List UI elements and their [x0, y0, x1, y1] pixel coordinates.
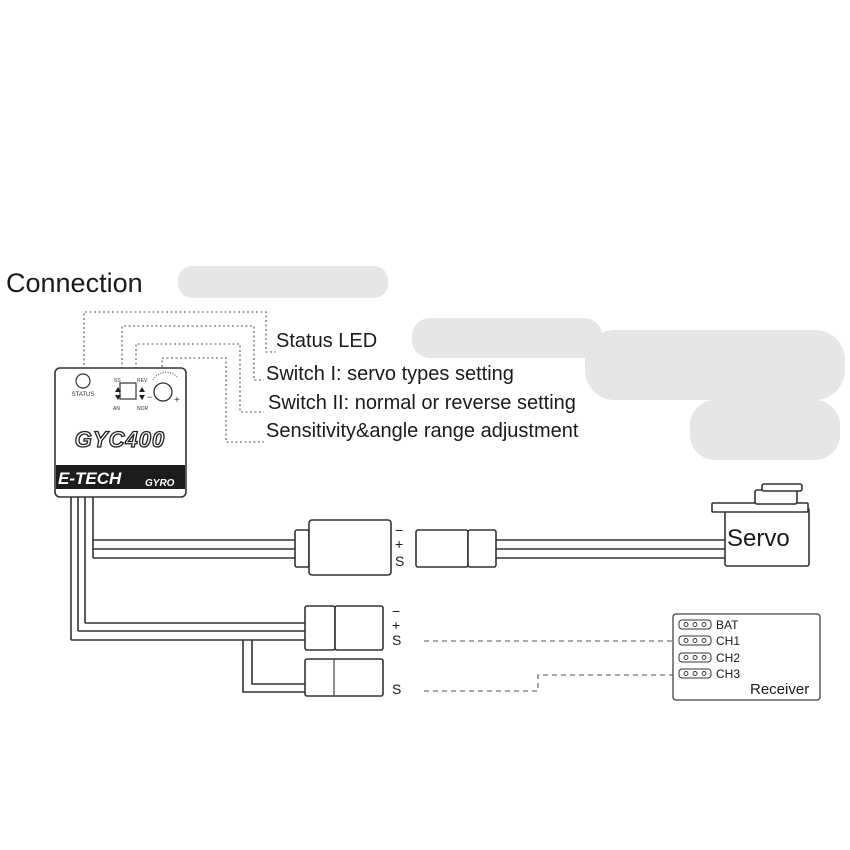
- switch-1-arrows-icon: [115, 387, 121, 400]
- gyro-type: GYRO: [145, 478, 175, 489]
- callout-leaders: [83, 311, 276, 443]
- receiver-ports-icon: [678, 619, 712, 679]
- callout-status-led: Status LED: [276, 330, 377, 352]
- gyro-wires: [70, 497, 305, 693]
- servo: Servo: [711, 483, 810, 567]
- middle-plus: +: [392, 617, 400, 633]
- knob-plus: +: [174, 395, 180, 406]
- switch-label-an: AN: [113, 406, 120, 412]
- brand-band: [56, 465, 185, 489]
- switch-label-nor: NOR: [137, 406, 149, 412]
- switch-label-ss: SS: [114, 378, 121, 384]
- receiver-port-ch3: CH3: [716, 667, 740, 681]
- receiver: BAT CH1 CH2 CH3 Receiver: [672, 613, 821, 701]
- status-label: STATUS: [72, 392, 95, 398]
- knob-minus: −: [147, 392, 152, 402]
- middle-connector: − + S: [304, 603, 401, 651]
- top-connector: − + S: [294, 519, 497, 576]
- switch-2-arrows-icon: [139, 387, 145, 400]
- callout-switch-1: Switch I: servo types setting: [266, 363, 514, 385]
- model-name: GYC400: [75, 427, 165, 452]
- knob-scale-icon: [152, 371, 179, 381]
- callout-switch-2: Switch II: normal or reverse setting: [268, 392, 576, 414]
- middle-minus: −: [392, 603, 400, 619]
- receiver-port-ch1: CH1: [716, 634, 740, 648]
- status-led-icon: [75, 373, 91, 389]
- receiver-body: [672, 613, 821, 701]
- brand-name: E-TECH: [58, 469, 122, 488]
- gyro-module: STATUS SS AN REV NOR − + GYC400 E-TECH G…: [54, 367, 187, 498]
- top-plus: +: [395, 536, 403, 552]
- servo-lead: [496, 539, 725, 559]
- sensitivity-knob-icon: [153, 382, 173, 402]
- top-signal: S: [395, 553, 404, 569]
- bottom-connector: S: [304, 658, 401, 697]
- servo-label: Servo: [727, 525, 790, 552]
- receiver-port-bat: BAT: [716, 618, 739, 632]
- callout-sensitivity: Sensitivity&angle range adjustment: [266, 420, 579, 442]
- diagram-title: Connection: [6, 268, 143, 298]
- background-smears: [178, 266, 845, 460]
- top-minus: −: [395, 522, 403, 538]
- receiver-links: [424, 640, 676, 692]
- receiver-port-ch2: CH2: [716, 651, 740, 665]
- middle-signal: S: [392, 632, 401, 648]
- bottom-signal: S: [392, 681, 401, 697]
- switch-icon: [119, 382, 137, 400]
- switch-label-rev: REV: [137, 378, 148, 384]
- gyro-body: [54, 367, 187, 498]
- receiver-label: Receiver: [750, 681, 809, 698]
